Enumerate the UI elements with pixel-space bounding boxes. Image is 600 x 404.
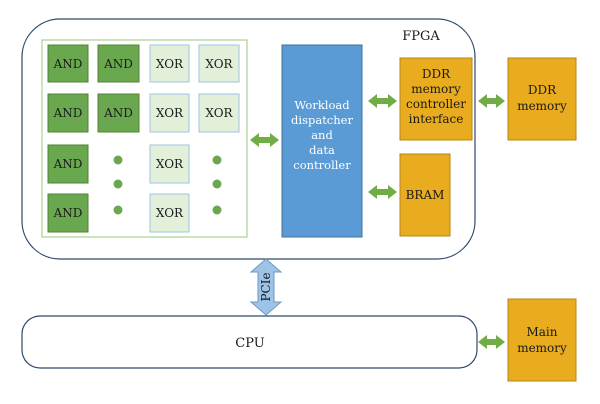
fpga-label: FPGA bbox=[402, 29, 440, 44]
ellipsis-dot bbox=[113, 205, 123, 215]
xor-gate-cell bbox=[149, 44, 190, 83]
gate-row-1: AND AND XOR XOR bbox=[47, 44, 240, 83]
cpu-box bbox=[21, 315, 478, 369]
and-gate-label: AND bbox=[53, 57, 83, 71]
xor-gate-cell bbox=[198, 44, 240, 83]
xor-gate-label: XOR bbox=[156, 206, 184, 220]
and-gate-label: AND bbox=[53, 157, 83, 171]
and-gate-cell bbox=[47, 44, 89, 83]
xor-gate-label: XOR bbox=[156, 57, 184, 71]
main-memory-box bbox=[507, 298, 577, 382]
gate-row-4: AND XOR bbox=[47, 193, 190, 233]
dispatcher-line: controller bbox=[293, 158, 351, 172]
ellipsis-dot bbox=[212, 155, 222, 165]
dispatcher-bram-arrow bbox=[368, 185, 397, 199]
and-gate-label: AND bbox=[103, 57, 133, 71]
ddr-memory-box bbox=[507, 57, 577, 141]
pcie-arrow bbox=[249, 258, 283, 316]
xor-gate-label: XOR bbox=[205, 106, 233, 120]
ddr-controller-line: DDR bbox=[422, 67, 451, 81]
ellipsis-dot bbox=[113, 179, 123, 189]
gate-row-3: AND XOR bbox=[47, 144, 190, 184]
and-gate-cell bbox=[47, 193, 89, 233]
xor-gate-label: XOR bbox=[205, 57, 233, 71]
xor-gate-label: XOR bbox=[156, 106, 184, 120]
ddrctrl-ddrmem-arrow bbox=[478, 94, 505, 108]
and-gate-label: AND bbox=[53, 106, 83, 120]
xor-gate-label: XOR bbox=[156, 157, 184, 171]
grid-dispatcher-arrow bbox=[250, 133, 279, 147]
xor-gate-cell bbox=[149, 144, 190, 184]
dispatcher-line: Workload bbox=[294, 98, 350, 112]
ddr-memory-line: memory bbox=[517, 99, 567, 113]
pcie-label: PCIe bbox=[259, 272, 273, 301]
cpu-label: CPU bbox=[235, 336, 264, 351]
ddr-controller-line: controller bbox=[406, 97, 466, 111]
xor-gate-cell bbox=[149, 193, 190, 233]
bram-label: BRAM bbox=[406, 188, 445, 202]
dispatcher-line: data bbox=[309, 143, 335, 157]
and-gate-label: AND bbox=[53, 206, 83, 220]
ellipsis-dot bbox=[212, 205, 222, 215]
dispatcher-line: dispatcher bbox=[291, 113, 353, 127]
workload-dispatcher-box bbox=[281, 44, 363, 238]
and-gate-label: AND bbox=[103, 106, 133, 120]
dispatcher-line: and bbox=[311, 128, 333, 142]
xor-gate-cell bbox=[149, 93, 190, 133]
ddr-controller-line: memory bbox=[411, 82, 461, 96]
and-gate-cell bbox=[97, 93, 140, 133]
and-gate-cell bbox=[47, 144, 89, 184]
ddr-controller-box bbox=[399, 57, 473, 141]
xor-gate-cell bbox=[198, 93, 240, 133]
main-memory-line: memory bbox=[517, 341, 567, 355]
cpu-mainmem-arrow bbox=[478, 335, 505, 349]
ddr-memory-line: DDR bbox=[528, 83, 557, 97]
and-gate-cell bbox=[47, 93, 89, 133]
ellipsis-dots bbox=[113, 155, 222, 215]
ellipsis-dot bbox=[212, 179, 222, 189]
ddr-controller-line: interface bbox=[409, 112, 464, 126]
gate-row-2: AND AND XOR XOR bbox=[47, 93, 240, 133]
and-gate-cell bbox=[97, 44, 140, 83]
bram-box bbox=[399, 153, 451, 237]
ellipsis-dot bbox=[113, 155, 123, 165]
dispatcher-ddrctrl-arrow bbox=[368, 94, 397, 108]
main-memory-line: Main bbox=[526, 325, 557, 339]
